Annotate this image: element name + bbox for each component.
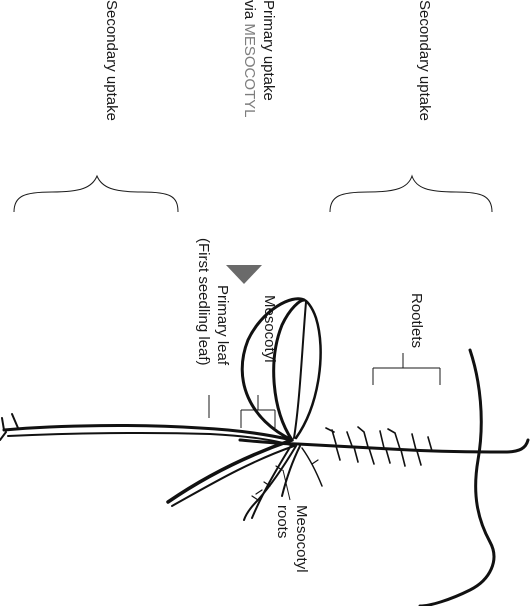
via-mesocotyl-label: via MESOCOTYL [241, 0, 258, 118]
secondary-uptake-left-label: Secondary uptake [103, 0, 120, 121]
lower-leaf-sheath [168, 440, 292, 502]
main-root [298, 440, 528, 452]
via-text: via [241, 0, 258, 23]
coleoptile-right [296, 300, 321, 438]
rootlets-label: Rootlets [408, 293, 425, 348]
rootlets-leader-bracket [373, 353, 440, 385]
first-seedling-leaf-label: (First seedling leaf) [195, 238, 212, 366]
secondary-uptake-right-label: Secondary uptake [416, 0, 433, 121]
primary-leaf-edge [8, 433, 294, 446]
mesocotyl-roots-label-line2: roots [274, 505, 291, 538]
mesocotyl-root-4 [302, 448, 322, 486]
left-curly-brace [14, 176, 178, 212]
right-curly-brace [330, 176, 492, 212]
coleoptile-mid [294, 302, 306, 438]
down-arrow-marker [226, 265, 262, 284]
primary-leaf-label: Primary leaf [214, 285, 231, 366]
primary-uptake-label: Primary uptake [260, 0, 277, 101]
mesocotyl-roots-label-line1: Mesocotyl [293, 505, 310, 573]
mesocotyl-accent-text: MESOCOTYL [241, 23, 258, 117]
long-root-curve [420, 350, 494, 606]
